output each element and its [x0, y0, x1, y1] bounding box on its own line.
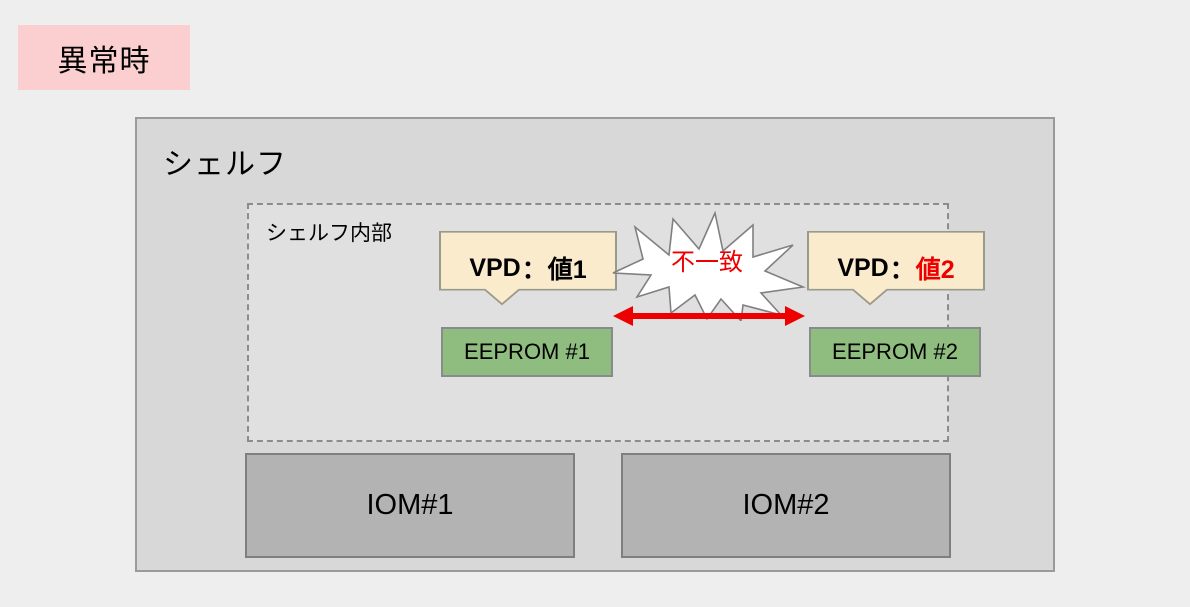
shelf-container: シェルフ シェルフ内部 VPD ： 値1 [135, 117, 1055, 572]
shelf-inner-container: シェルフ内部 VPD ： 値1 VPD ： [247, 203, 985, 442]
iom-box-1: IOM#1 [245, 453, 575, 558]
vpd-callout-1: VPD ： 値1 [439, 231, 617, 306]
callout-bubble-shape [439, 231, 617, 306]
shelf-inner-label: シェルフ内部 [266, 222, 392, 245]
eeprom-box-1: EEPROM #1 [441, 327, 613, 377]
status-badge-label: 異常時 [57, 44, 151, 78]
iom-box-2-label: IOM#2 [742, 489, 830, 521]
shelf-label: シェルフ [163, 148, 287, 181]
iom-box-2: IOM#2 [621, 453, 951, 558]
callout-bubble-shape [807, 231, 985, 306]
status-badge: 異常時 [18, 25, 190, 90]
eeprom-box-2-label: EEPROM #2 [832, 339, 958, 364]
iom-box-1-label: IOM#1 [366, 489, 454, 521]
eeprom-box-2: EEPROM #2 [809, 327, 981, 377]
mismatch-compare-arrow-icon [613, 306, 805, 326]
eeprom-box-1-label: EEPROM #1 [464, 339, 590, 364]
vpd-callout-2: VPD ： 値2 [807, 231, 985, 306]
